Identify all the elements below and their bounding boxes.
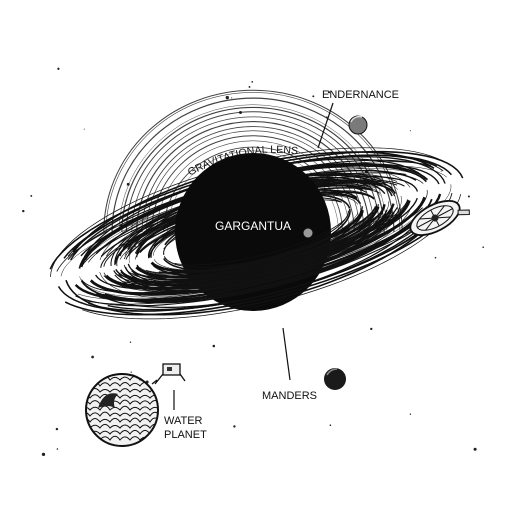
water-planet-label-line1: WATER: [164, 415, 203, 427]
endurance-label: ENDERNANCE: [322, 89, 399, 101]
endurance-leader-line: [317, 102, 334, 149]
manders-label: MANDERS: [262, 390, 317, 402]
manders-planet: [324, 368, 346, 390]
water-planet-label-line2: PLANET: [164, 429, 207, 441]
wave-planet-icon: [85, 373, 159, 447]
upper-planet: [348, 115, 368, 135]
water-planet: [85, 373, 159, 447]
small-moon-icon: [302, 227, 314, 239]
manders-leader-line: [282, 327, 291, 381]
ring-spacecraft-icon: [409, 199, 470, 237]
grey-planet-icon: [348, 115, 368, 135]
gargantua-label: GARGANTUA: [215, 219, 291, 233]
lander-craft-icon: [151, 363, 186, 385]
accretion-disk-front: [57, 184, 462, 320]
dark-planet-icon: [324, 368, 346, 390]
